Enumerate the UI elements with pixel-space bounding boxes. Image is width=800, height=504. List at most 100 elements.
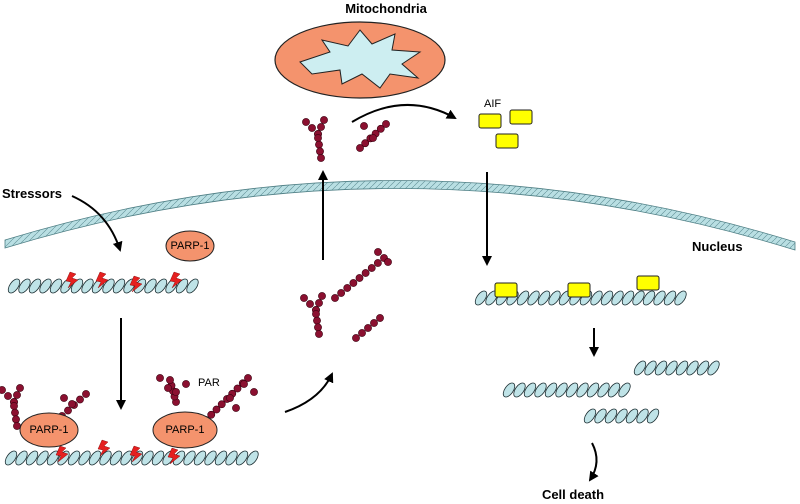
par-bead xyxy=(212,405,221,414)
damage-bolt xyxy=(95,271,109,289)
par-bead xyxy=(314,323,322,332)
dna-segment xyxy=(611,290,624,306)
dna-segment xyxy=(186,278,199,294)
dna-segment xyxy=(225,450,238,466)
dna-segment xyxy=(644,360,657,376)
dna-segment xyxy=(154,278,168,294)
par-bead xyxy=(226,394,234,402)
dna-segment xyxy=(537,290,551,306)
dna-segment xyxy=(565,382,579,398)
par-bead xyxy=(356,144,364,152)
par-bead xyxy=(364,324,372,332)
par-bead xyxy=(369,134,377,142)
stressors-label: Stressors xyxy=(2,186,62,201)
dna-segment xyxy=(28,278,42,294)
par-label: PAR xyxy=(198,377,220,389)
damage-bolt xyxy=(169,271,183,289)
aif-label: AIF xyxy=(484,98,502,110)
dna-segment xyxy=(586,382,600,398)
par-bead xyxy=(68,400,76,408)
dna-strand-bottom xyxy=(4,450,259,466)
dna-strand-nucleus-right xyxy=(474,290,687,306)
dna-segment xyxy=(151,450,165,466)
par-bead xyxy=(12,415,20,424)
damage-bolt xyxy=(167,447,181,465)
par-bead xyxy=(207,410,216,419)
par-bead xyxy=(172,388,180,396)
dna-segment xyxy=(15,450,28,466)
dna-segment xyxy=(594,408,607,424)
dna-segment xyxy=(604,408,618,424)
par-bead xyxy=(10,402,18,410)
par-bead xyxy=(317,123,325,131)
dna-segment xyxy=(607,382,621,398)
par-bead xyxy=(315,299,323,307)
dna-segment xyxy=(25,450,39,466)
dna-segment xyxy=(67,450,81,466)
dna-segment xyxy=(516,290,530,306)
par-bead xyxy=(370,319,378,327)
arrow-cell-death xyxy=(588,442,599,482)
dna-segment xyxy=(235,450,249,466)
dna-segment xyxy=(663,290,677,306)
par-bead xyxy=(315,140,323,149)
dna-segment xyxy=(653,290,666,306)
par-bead xyxy=(308,124,316,132)
dna-segment xyxy=(576,382,589,398)
par-bead xyxy=(316,147,324,156)
par-bead xyxy=(82,390,90,398)
dna-segment xyxy=(109,450,123,466)
arrow-par-release xyxy=(284,372,334,413)
parp1-free-label: PARP-1 xyxy=(170,240,210,252)
dna-segment xyxy=(633,360,647,376)
dna-segment xyxy=(632,290,645,306)
mitochondria-cristae xyxy=(299,29,422,89)
par-bead xyxy=(233,384,242,393)
par-bead xyxy=(337,289,346,297)
par-bead xyxy=(343,284,352,292)
parp1-bound-left xyxy=(19,412,79,448)
arrow-mito-to-aif xyxy=(351,103,457,123)
dna-segment xyxy=(642,290,656,306)
par-bead xyxy=(313,316,321,325)
par-bead xyxy=(60,394,68,402)
dna-segment xyxy=(193,450,207,466)
dna-segment xyxy=(99,450,112,466)
par-bead xyxy=(302,118,310,126)
par-bead xyxy=(358,329,366,337)
dna-segment xyxy=(707,360,720,376)
nuclear-membrane xyxy=(4,180,796,251)
dna-segment xyxy=(555,382,568,398)
dna-segment xyxy=(513,382,526,398)
dna-segment xyxy=(534,382,547,398)
dna-fragment-3 xyxy=(583,408,660,424)
par-bead xyxy=(361,269,370,277)
aif-molecules-nucleus xyxy=(494,275,660,298)
par-bead xyxy=(367,264,376,272)
dna-segment xyxy=(18,278,31,294)
par-bead xyxy=(300,294,308,302)
dna-segment xyxy=(654,360,668,376)
par-bead xyxy=(11,408,19,417)
par-bead xyxy=(384,258,392,266)
nucleus-label: Nucleus xyxy=(692,239,743,254)
par-bead xyxy=(164,384,172,392)
dna-damage-marks xyxy=(55,271,183,465)
dna-segment xyxy=(675,360,689,376)
dna-segment xyxy=(600,290,614,306)
par-bead xyxy=(376,314,384,322)
parp1-left-label: PARP-1 xyxy=(29,424,69,436)
dna-segment xyxy=(674,290,687,306)
par-bead xyxy=(166,376,174,384)
par-bead xyxy=(16,384,24,392)
par-bead xyxy=(4,392,12,400)
dna-segment xyxy=(665,360,678,376)
par-bead xyxy=(373,259,382,267)
par-bead xyxy=(182,380,190,388)
par-bead xyxy=(382,120,390,128)
dna-segment xyxy=(646,408,660,424)
dna-segment xyxy=(615,408,628,424)
par-bead xyxy=(355,274,364,282)
dna-strand-top-left xyxy=(7,278,199,294)
